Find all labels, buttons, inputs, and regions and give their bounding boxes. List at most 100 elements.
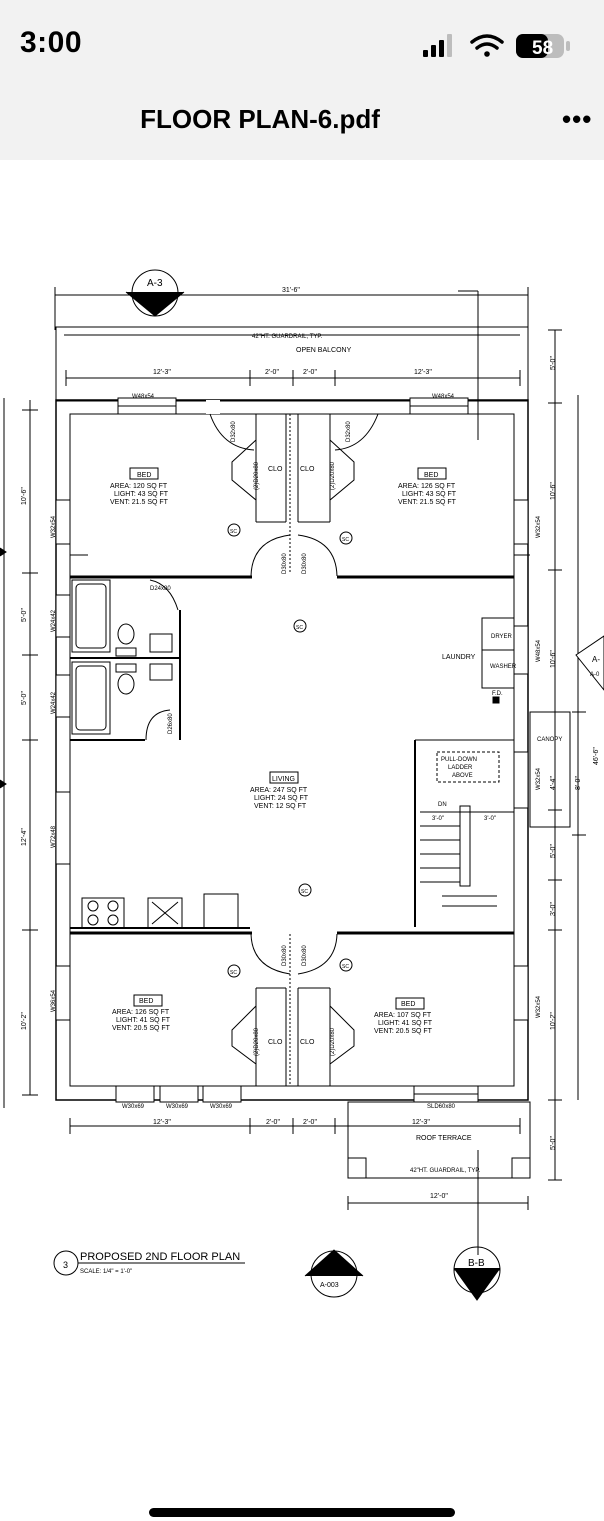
- marker-top-ref: A-003: [141, 296, 160, 303]
- room-2-light: LIGHT: 43 SQ FT: [402, 491, 457, 498]
- door-d3280-right: D32x80: [346, 421, 352, 442]
- status-icons: 58: [423, 34, 570, 59]
- window-w4848: W48x54: [536, 639, 542, 662]
- window-w2442-2: W24x42: [51, 691, 57, 714]
- dim-right-balcony: 5'-0": [550, 356, 557, 370]
- room-1-vent: VENT: 21.5 SQ FT: [110, 499, 169, 506]
- cellular-signal-icon: [423, 34, 452, 57]
- closet-label-3: CLO: [268, 1039, 283, 1046]
- room-4-vent: VENT: 20.5 SQ FT: [112, 1025, 171, 1032]
- smoke-detector-4: SC: [301, 889, 308, 895]
- closet-label-2: CLO: [300, 466, 315, 473]
- dim-right-bed: 10'-6": [550, 482, 557, 500]
- dim-right-80: 8'-0": [575, 776, 582, 790]
- guardrail-top-note: 42"HT. GUARDRAIL, TYP.: [252, 334, 323, 340]
- floor-plan-drawing[interactable]: A-3 A-003 31'-6" 42"HT. GUARDRAIL, TYP. …: [0, 160, 604, 1490]
- door-closet-2: (2)D20x80: [330, 461, 336, 490]
- marker-top-label: A-3: [147, 278, 163, 289]
- section-marker-a1: [304, 1249, 364, 1298]
- dim-right-overall: 46'-6": [593, 747, 600, 765]
- smoke-detector-2: SC: [342, 537, 349, 543]
- window-w7248: W72x48: [51, 825, 57, 848]
- dim-bottom-left: 12'-3": [153, 1119, 171, 1126]
- marker-a1-label: A-1: [326, 1262, 342, 1273]
- room-1-area: AREA: 120 SQ FT: [110, 483, 168, 490]
- floor-drain-label: F.D.: [492, 691, 503, 697]
- battery-level: 58: [532, 38, 553, 59]
- stair-dim-1: 3'-0": [432, 816, 444, 822]
- smoke-detector-6: SC: [342, 964, 349, 970]
- room-2-area: AREA: 126 SQ FT: [398, 483, 456, 490]
- dim-top-right: 12'-3": [414, 369, 432, 376]
- door-d2480: D24x80: [150, 586, 171, 592]
- section-marker-top: [125, 269, 185, 317]
- dim-right-50b: 5'-0": [550, 844, 557, 858]
- document-title: FLOOR PLAN-6.pdf: [140, 104, 380, 134]
- ladder-line-1: PULL-DOWN: [441, 757, 477, 763]
- window-w3054: W32x54: [536, 767, 542, 790]
- plan-title: PROPOSED 2ND FLOOR PLAN: [80, 1251, 240, 1263]
- window-w4854-right: W48x54: [432, 394, 455, 400]
- door-d3080-3: D30x80: [282, 945, 288, 966]
- wifi-icon: [470, 34, 504, 57]
- door-d3280-left: D32x80: [231, 421, 237, 442]
- room-2-name: BED: [424, 472, 438, 479]
- plan-scale: SCALE: 1/4" = 1'-0": [80, 1269, 132, 1275]
- window-w3069-1: W30x69: [122, 1104, 145, 1110]
- room-3-area: AREA: 247 SQ FT: [250, 787, 308, 794]
- dim-right-102: 10'-2": [550, 1012, 557, 1030]
- dim-left-bed2: 10'-2": [21, 1012, 28, 1030]
- laundry-label: LAUNDRY: [442, 654, 476, 661]
- guardrail-bottom-note: 42"HT. GUARDRAIL, TYP.: [410, 1168, 481, 1174]
- dim-overall: 31'-6": [282, 287, 300, 294]
- room-5-light: LIGHT: 41 SQ FT: [378, 1020, 433, 1027]
- dim-bottom-mid2: 2'-0": [303, 1119, 317, 1126]
- room-4-area: AREA: 126 SQ FT: [112, 1009, 170, 1016]
- door-d3080-2: D30x80: [302, 553, 308, 574]
- top-bar: 3:00 58 FLOOR PLAN-6.pdf •••: [0, 0, 604, 160]
- smoke-detector-5: SC: [230, 970, 237, 976]
- smoke-detector-1: SC: [230, 529, 237, 535]
- door-d3080-1: D30x80: [282, 553, 288, 574]
- status-time: 3:00: [20, 26, 83, 59]
- window-w3069-3: W30x69: [210, 1104, 233, 1110]
- room-3-name: LIVING: [272, 776, 295, 783]
- washer-label: WASHER: [490, 664, 517, 670]
- room-5-name: BED: [401, 1001, 415, 1008]
- ladder-line-3: ABOVE: [452, 773, 473, 779]
- ladder-line-2: LADDER: [448, 765, 473, 771]
- marker-side-ref: A-0: [590, 672, 600, 678]
- door-closet-1: (2)D20x80: [254, 461, 260, 490]
- window-w3069-2: W30x69: [166, 1104, 189, 1110]
- room-4-name: BED: [139, 998, 153, 1005]
- marker-a1-ref: A-003: [320, 1282, 339, 1289]
- dim-right-44: 4'-4": [550, 776, 557, 790]
- stair-down-label: DN: [438, 802, 447, 808]
- stair-dim-2: 3'-0": [484, 816, 496, 822]
- window-w4854-left: W48x54: [132, 394, 155, 400]
- room-2-vent: VENT: 21.5 SQ FT: [398, 499, 457, 506]
- dim-bottom-right: 12'-3": [412, 1119, 430, 1126]
- dim-bottom-mid1: 2'-0": [266, 1119, 280, 1126]
- section-marker-bb: [453, 1246, 501, 1301]
- door-sld: SLD60x80: [427, 1104, 456, 1110]
- door-d2680: D26x80: [168, 713, 174, 734]
- open-balcony-label: OPEN BALCONY: [296, 347, 352, 354]
- door-closet-4: (2)D20x80: [330, 1027, 336, 1056]
- dim-left-bath2: 5'-0": [21, 691, 28, 705]
- home-indicator[interactable]: [149, 1508, 455, 1517]
- more-options-button[interactable]: •••: [562, 104, 593, 134]
- room-1-name: BED: [137, 472, 151, 479]
- dim-left-living: 12'-4": [21, 828, 28, 846]
- dim-top-mid2: 2'-0": [303, 369, 317, 376]
- room-5-area: AREA: 107 SQ FT: [374, 1012, 432, 1019]
- window-w3254-right: W32x54: [536, 515, 542, 538]
- smoke-detector-3: SC: [296, 625, 303, 631]
- door-d3080-4: D30x80: [302, 945, 308, 966]
- dim-right-terrace: 5'-0": [550, 1136, 557, 1150]
- room-3-light: LIGHT: 24 SQ FT: [254, 795, 309, 802]
- dim-top-mid1: 2'-0": [265, 369, 279, 376]
- dim-left-bed: 10'-6": [21, 487, 28, 505]
- roof-terrace-label: ROOF TERRACE: [416, 1135, 472, 1142]
- room-3-vent: VENT: 12 SQ FT: [254, 803, 307, 810]
